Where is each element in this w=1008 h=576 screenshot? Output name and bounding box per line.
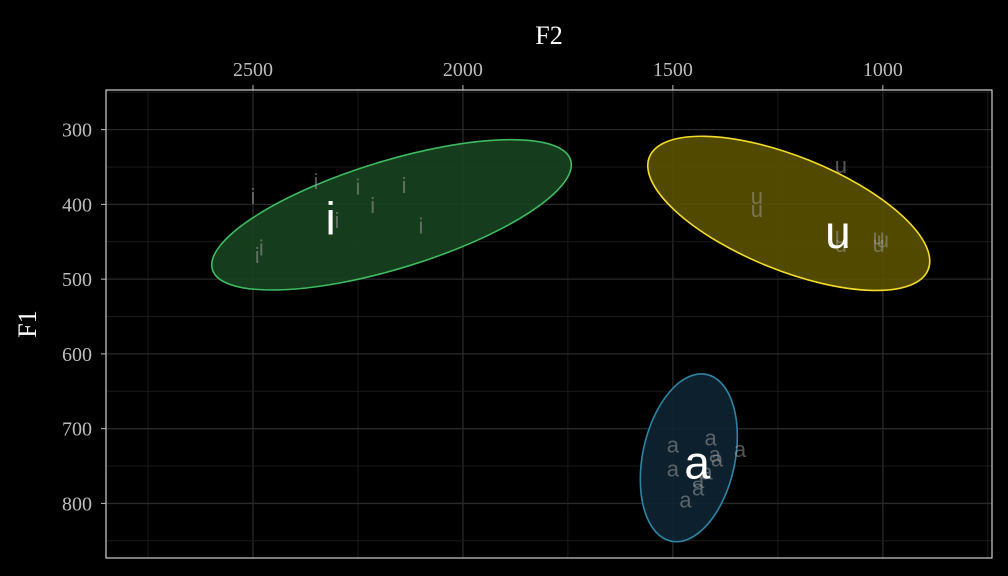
token-u: u [835, 232, 847, 257]
x-axis-title: F2 [535, 21, 562, 50]
token-a: a [734, 437, 747, 462]
token-a: a [692, 468, 705, 493]
ellipse-i [210, 138, 573, 291]
y-axis-ticks: 300 400 500 600 700 800 [62, 120, 106, 515]
plot-panel-border [105, 89, 993, 559]
centroid-label-i: i [326, 193, 336, 245]
ellipse-layer [210, 135, 931, 543]
token-i: i [355, 174, 360, 199]
token-a: a [679, 488, 692, 513]
token-i: i [314, 169, 319, 194]
token-i: i [370, 193, 375, 218]
y-axis-title: F1 [13, 310, 42, 337]
token-i: i [255, 243, 260, 268]
token-u: u [751, 197, 763, 222]
y-tick-label: 300 [62, 120, 92, 142]
token-a: a [667, 432, 680, 457]
token-a: a [711, 447, 724, 472]
token-u: u [751, 184, 763, 209]
token-u: u [835, 153, 847, 178]
y-tick-label: 500 [62, 269, 92, 291]
token-i: i [402, 173, 407, 198]
token-u: u [873, 225, 885, 250]
centroid-layer: i u a [326, 193, 851, 489]
ellipse-a [639, 373, 739, 543]
token-u: u [835, 223, 847, 248]
token-i: i [418, 213, 423, 238]
token-a: a [700, 459, 713, 484]
token-u: u [877, 228, 889, 253]
token-a: a [705, 426, 718, 451]
ellipse-u [646, 135, 931, 292]
token-i: i [251, 184, 256, 209]
x-axis-ticks: 2500 2000 1500 1000 [233, 59, 903, 90]
y-tick-label: 700 [62, 419, 92, 441]
token-i: i [259, 236, 264, 261]
y-tick-label: 800 [62, 493, 92, 515]
x-tick-label: 1500 [653, 59, 693, 81]
x-tick-label: 2000 [443, 59, 483, 81]
token-i: i [335, 208, 340, 233]
centroid-label-u: u [825, 206, 851, 258]
x-tick-label: 1000 [863, 59, 903, 81]
x-tick-label: 2500 [233, 59, 273, 81]
y-tick-label: 400 [62, 194, 92, 216]
token-a: a [709, 442, 722, 467]
token-a: a [692, 476, 705, 501]
centroid-label-a: a [684, 436, 710, 488]
y-tick-label: 600 [62, 344, 92, 366]
token-u: u [873, 232, 885, 257]
token-a: a [667, 456, 680, 481]
